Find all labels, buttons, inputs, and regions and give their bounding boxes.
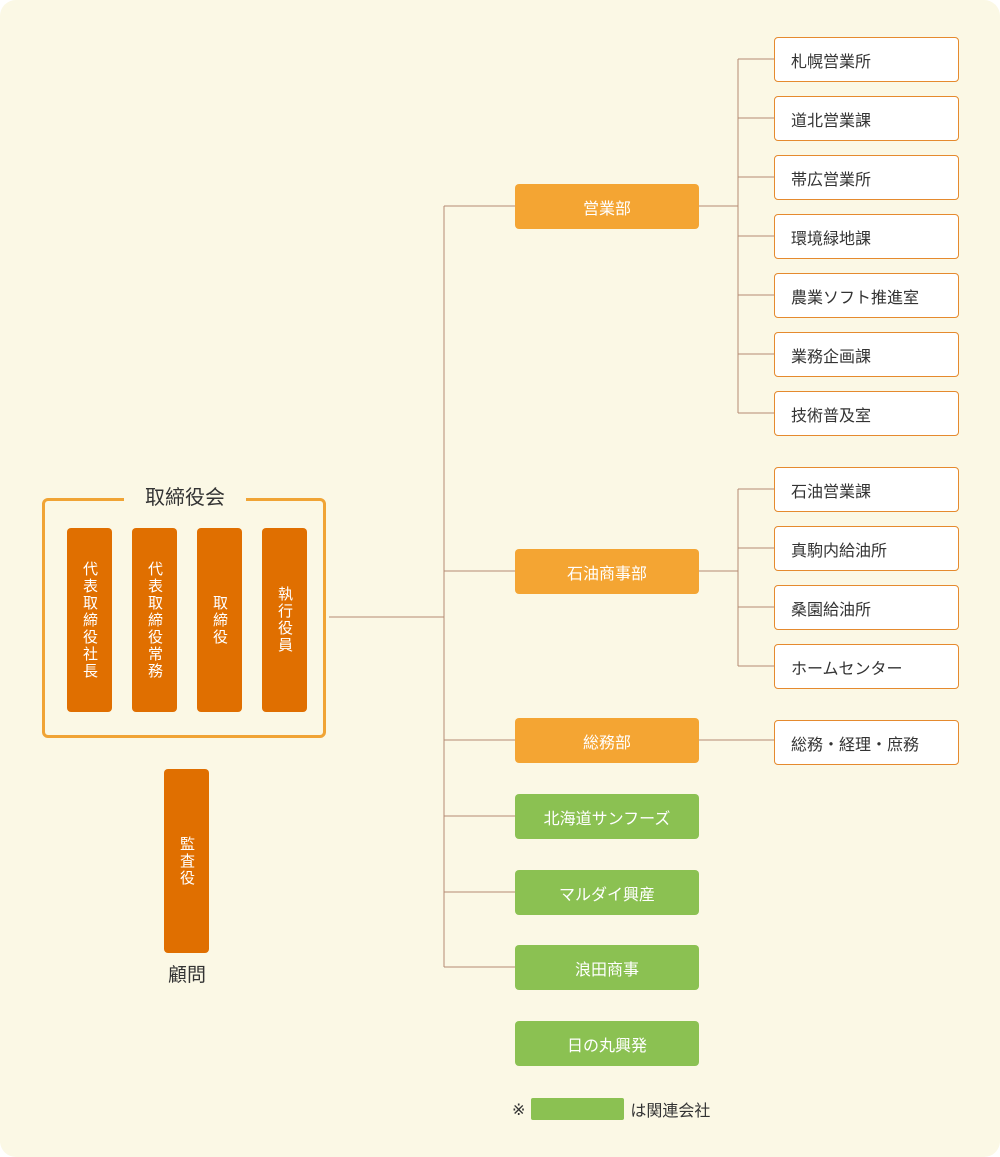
section-box: 帯広営業所: [774, 155, 959, 200]
dept-sales: 営業部: [515, 184, 699, 229]
board-member-president: 代表取締役社長: [67, 528, 112, 712]
section-box: 業務企画課: [774, 332, 959, 377]
board-member-label: 取締役: [211, 594, 229, 646]
board-member-label: 代表取締役社長: [81, 560, 99, 680]
board-member-label: 執行役員: [276, 586, 294, 654]
legend: ※ は関連会社: [512, 1097, 710, 1121]
affiliate-company: マルダイ興産: [515, 870, 699, 915]
section-box: 農業ソフト推進室: [774, 273, 959, 318]
section-box: ホームセンター: [774, 644, 959, 689]
section-box: 真駒内給油所: [774, 526, 959, 571]
legend-swatch: [531, 1098, 625, 1120]
affiliate-company: 北海道サンフーズ: [515, 794, 699, 839]
section-box: 石油営業課: [774, 467, 959, 512]
advisor-label: 顧問: [167, 964, 206, 986]
board-member-label: 代表取締役常務: [146, 560, 164, 680]
dept-general-affairs: 総務部: [515, 718, 699, 763]
board-member-executive-officer: 執行役員: [262, 528, 307, 712]
dept-oil-trading: 石油商事部: [515, 549, 699, 594]
section-box: 桑園給油所: [774, 585, 959, 630]
section-box: 道北営業課: [774, 96, 959, 141]
section-box: 総務・経理・庶務: [774, 720, 959, 765]
board-title: 取締役会: [124, 478, 246, 516]
auditor-label: 監査役: [178, 835, 196, 887]
affiliate-company: 日の丸興発: [515, 1021, 699, 1066]
board-member-director: 取締役: [197, 528, 242, 712]
section-box: 環境緑地課: [774, 214, 959, 259]
affiliate-company: 浪田商事: [515, 945, 699, 990]
legend-label: は関連会社: [630, 1101, 711, 1120]
auditor-box: 監査役: [164, 769, 209, 953]
section-box: 札幌営業所: [774, 37, 959, 82]
legend-note-mark: ※: [512, 1099, 526, 1119]
section-box: 技術普及室: [774, 391, 959, 436]
board-member-managing-director: 代表取締役常務: [132, 528, 177, 712]
